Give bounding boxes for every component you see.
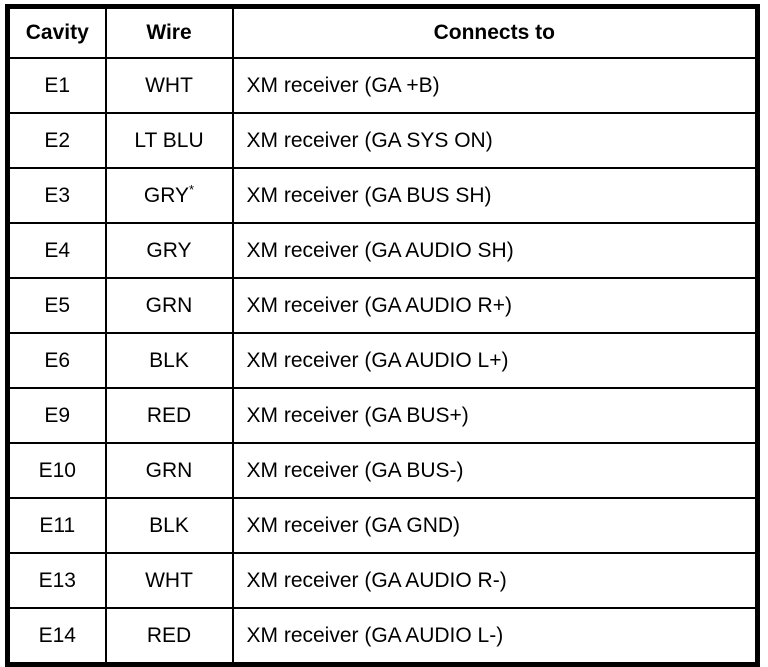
wire-cell: GRN	[104, 442, 234, 499]
cavity-cell: E10	[6, 442, 107, 499]
wire-value: LT BLU	[134, 128, 204, 152]
table-row: E2 LT BLU XM receiver (GA SYS ON)	[6, 112, 759, 169]
table-row: E11 BLK XM receiver (GA GND)	[6, 497, 759, 554]
table-row: E5 GRN XM receiver (GA AUDIO R+)	[6, 277, 759, 334]
wire-value: GRY	[143, 183, 190, 207]
table-row: E14 RED XM receiver (GA AUDIO L-)	[6, 607, 759, 666]
table-row: E10 GRN XM receiver (GA BUS-)	[6, 442, 759, 499]
connects-cell: XM receiver (GA AUDIO R-)	[231, 552, 759, 609]
wire-cell: WHT	[104, 552, 234, 609]
cavity-cell: E14	[6, 607, 107, 666]
table-row: E3 GRY* XM receiver (GA BUS SH)	[6, 167, 759, 224]
wire-cell: GRN	[104, 277, 234, 334]
wire-cell: LT BLU	[104, 112, 234, 169]
wire-value: RED	[146, 403, 192, 427]
header-connects-to: Connects to	[231, 5, 759, 59]
header-wire: Wire	[104, 5, 234, 59]
table-row: E4 GRY XM receiver (GA AUDIO SH)	[6, 222, 759, 279]
cavity-cell: E9	[6, 387, 107, 444]
cavity-cell: E2	[6, 112, 107, 169]
connects-cell: XM receiver (GA AUDIO L-)	[231, 607, 759, 666]
table-row: E13 WHT XM receiver (GA AUDIO R-)	[6, 552, 759, 609]
wire-value: GRY	[146, 238, 192, 262]
wire-value: WHT	[145, 73, 193, 97]
cavity-cell: E3	[6, 167, 107, 224]
connects-cell: XM receiver (GA AUDIO SH)	[231, 222, 759, 279]
connects-cell: XM receiver (GA BUS-)	[231, 442, 759, 499]
connector-pinout-table: Cavity Wire Connects to E1 WHT XM receiv…	[5, 4, 760, 667]
cavity-cell: E5	[6, 277, 107, 334]
wire-note-asterisk: *	[189, 181, 195, 197]
wire-value: GRN	[145, 293, 193, 317]
wire-value: RED	[146, 623, 192, 647]
connects-cell: XM receiver (GA AUDIO L+)	[231, 332, 759, 389]
wire-cell: WHT	[104, 57, 234, 114]
connects-cell: XM receiver (GA AUDIO R+)	[231, 277, 759, 334]
connects-cell: XM receiver (GA SYS ON)	[231, 112, 759, 169]
connects-cell: XM receiver (GA GND)	[231, 497, 759, 554]
cavity-cell: E11	[6, 497, 107, 554]
table-row: E9 RED XM receiver (GA BUS+)	[6, 387, 759, 444]
wire-value: WHT	[145, 568, 193, 592]
wire-cell: RED	[104, 607, 234, 666]
cavity-cell: E6	[6, 332, 107, 389]
wire-cell: RED	[104, 387, 234, 444]
wire-cell: GRY	[104, 222, 234, 279]
wire-value: BLK	[149, 513, 189, 537]
wire-cell: BLK	[104, 497, 234, 554]
connects-cell: XM receiver (GA +B)	[231, 57, 759, 114]
cavity-cell: E4	[6, 222, 107, 279]
header-cavity: Cavity	[6, 5, 107, 59]
wire-value: GRN	[145, 458, 193, 482]
table-row: E1 WHT XM receiver (GA +B)	[6, 57, 759, 114]
cavity-cell: E13	[6, 552, 107, 609]
wire-value: BLK	[149, 348, 189, 372]
connects-cell: XM receiver (GA BUS+)	[231, 387, 759, 444]
wire-cell: BLK	[104, 332, 234, 389]
cavity-cell: E1	[6, 57, 107, 114]
wire-cell: GRY*	[104, 167, 234, 224]
header-row: Cavity Wire Connects to	[6, 5, 759, 59]
table-row: E6 BLK XM receiver (GA AUDIO L+)	[6, 332, 759, 389]
connects-cell: XM receiver (GA BUS SH)	[231, 167, 759, 224]
